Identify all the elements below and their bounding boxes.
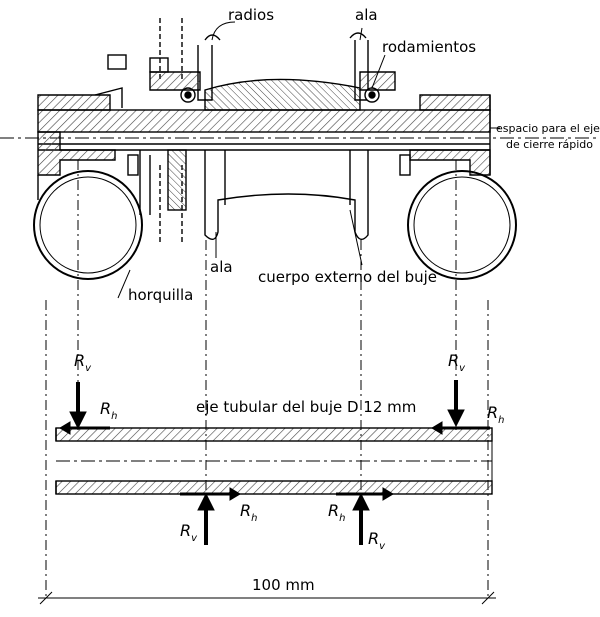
forces: [59, 380, 490, 545]
axle-bottom-wall: [55, 480, 493, 495]
label-rv-bottom-right: Rv: [368, 529, 386, 552]
arrow-rv-left: [69, 411, 87, 430]
label-rv-bottom-left: Rv: [180, 521, 198, 544]
left-dropout: [37, 94, 111, 111]
right-flange: [354, 40, 369, 101]
left-fork-tube: [33, 170, 143, 280]
label-horquilla: horquilla: [128, 286, 193, 304]
label-radios: radios: [228, 6, 274, 24]
hub-shell: [204, 78, 361, 111]
arrow-rh-right: [431, 421, 443, 435]
label-rodamientos: rodamientos: [382, 38, 476, 56]
arrow-rv-bottom-left: [197, 492, 215, 511]
arrow-rh-left: [59, 421, 71, 435]
label-rh-left: Rh: [100, 399, 117, 422]
arrow-rv-bottom-right: [352, 492, 370, 511]
label-cuerpo: cuerpo externo del buje: [258, 268, 437, 286]
freewheel: [167, 149, 187, 211]
force-labels: Rv Rh Rv Rh Rv Rh Rh Rv: [74, 351, 504, 552]
label-rv-left: Rv: [74, 351, 92, 374]
label-eje-tubular: eje tubular del buje D 12 mm: [196, 398, 416, 416]
axle-top-wall: [55, 427, 493, 442]
label-rh-bottom-right: Rh: [328, 501, 345, 524]
axle-beam: [55, 427, 493, 495]
dimension-line: [38, 591, 496, 605]
label-rv-right: Rv: [448, 351, 466, 374]
right-fork-tube: [407, 170, 517, 280]
arrow-rh-bottom-right: [382, 487, 394, 501]
label-espacio-2: de cierre rápido: [506, 138, 593, 151]
leader-lines: [117, 21, 500, 299]
label-dimension: 100 mm: [252, 576, 315, 594]
axle-tube: [37, 109, 491, 133]
label-rh-right: Rh: [487, 403, 504, 426]
arrow-rv-right: [447, 409, 465, 428]
label-espacio-1: espacio para el eje: [496, 122, 600, 135]
label-ala-bottom: ala: [210, 258, 233, 276]
label-rh-bottom-left: Rh: [240, 501, 257, 524]
hub-assembly: [0, 18, 600, 600]
label-ala-top: ala: [355, 6, 378, 24]
arrow-rh-bottom-left: [229, 487, 241, 501]
right-dropout: [419, 94, 491, 111]
